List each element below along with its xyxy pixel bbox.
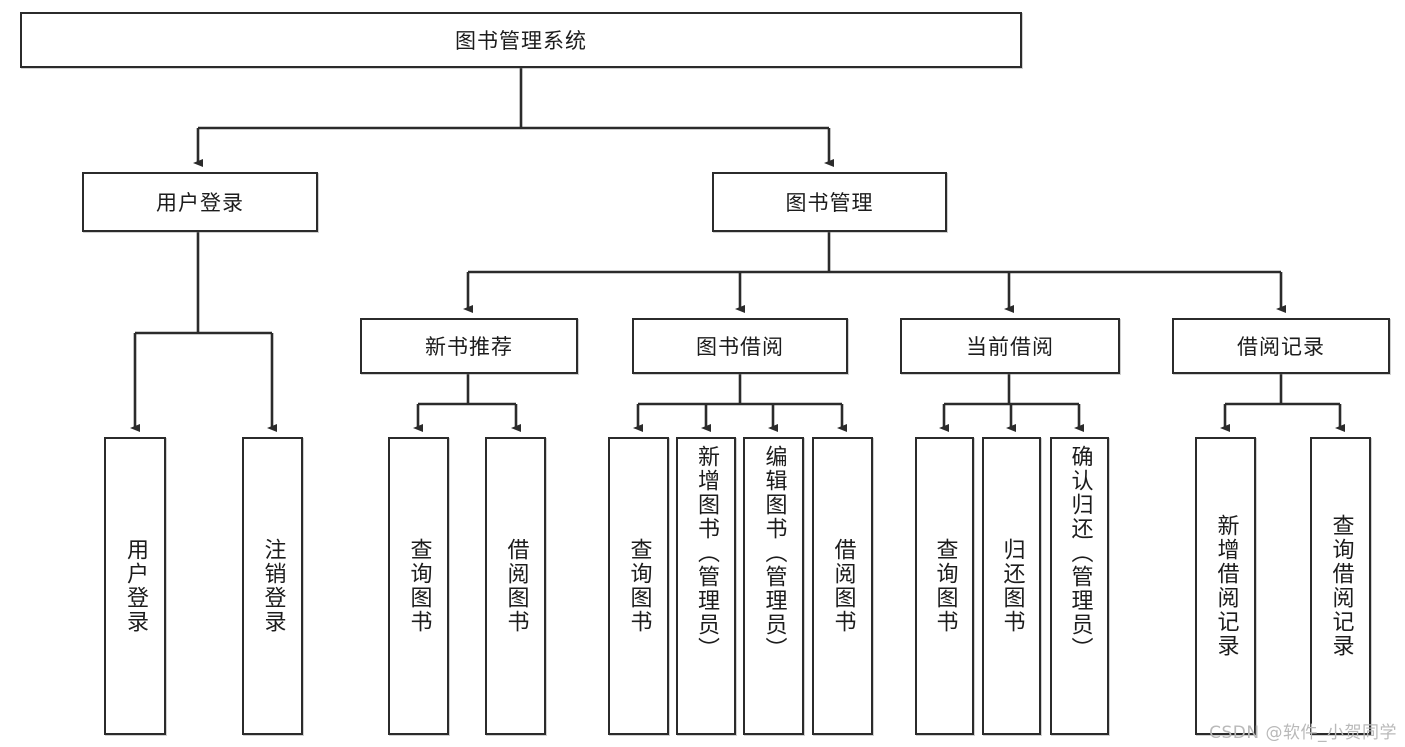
- node-leaf-query-record[interactable]: 查询借阅记录: [1310, 437, 1371, 735]
- node-leaf-borrow-book-1-label: 借阅图书: [503, 538, 529, 634]
- node-book-manage[interactable]: 图书管理: [712, 172, 947, 232]
- node-root[interactable]: 图书管理系统: [20, 12, 1022, 68]
- node-leaf-add-record-label: 新增借阅记录: [1213, 514, 1239, 658]
- node-leaf-add-record[interactable]: 新增借阅记录: [1195, 437, 1256, 735]
- node-leaf-query-book-1[interactable]: 查询图书: [388, 437, 449, 735]
- node-root-label: 图书管理系统: [455, 29, 587, 53]
- node-leaf-user-login-label: 用户登录: [122, 538, 148, 634]
- node-leaf-confirm-return[interactable]: 确认归还（管理员）: [1050, 437, 1109, 735]
- node-borrow-record[interactable]: 借阅记录: [1172, 318, 1390, 374]
- node-leaf-add-book-label: 新增图书（管理员）: [693, 445, 719, 661]
- node-leaf-borrow-book-2[interactable]: 借阅图书: [812, 437, 873, 735]
- node-leaf-query-book-2-label: 查询图书: [626, 538, 652, 634]
- node-leaf-query-book-3[interactable]: 查询图书: [915, 437, 974, 735]
- node-user-login-label: 用户登录: [156, 191, 244, 215]
- node-leaf-borrow-book-2-label: 借阅图书: [830, 538, 856, 634]
- node-leaf-query-book-2[interactable]: 查询图书: [608, 437, 669, 735]
- node-book-borrow[interactable]: 图书借阅: [632, 318, 848, 374]
- node-book-manage-label: 图书管理: [785, 191, 874, 215]
- node-leaf-user-login[interactable]: 用户登录: [104, 437, 166, 735]
- node-leaf-logout[interactable]: 注销登录: [242, 437, 303, 735]
- node-new-book-rec-label: 新书推荐: [425, 335, 513, 359]
- node-new-book-rec[interactable]: 新书推荐: [360, 318, 578, 374]
- node-leaf-edit-book-label: 编辑图书（管理员）: [761, 445, 787, 661]
- node-user-login[interactable]: 用户登录: [82, 172, 318, 232]
- node-leaf-query-book-1-label: 查询图书: [406, 538, 432, 634]
- node-book-borrow-label: 图书借阅: [696, 335, 784, 359]
- node-borrow-record-label: 借阅记录: [1237, 335, 1325, 359]
- node-leaf-edit-book[interactable]: 编辑图书（管理员）: [743, 437, 804, 735]
- node-leaf-query-book-3-label: 查询图书: [932, 538, 958, 634]
- csdn-watermark: CSDN @软件_小贺同学: [1209, 723, 1397, 743]
- node-leaf-borrow-book-1[interactable]: 借阅图书: [485, 437, 546, 735]
- node-leaf-return-book[interactable]: 归还图书: [982, 437, 1041, 735]
- node-leaf-return-book-label: 归还图书: [999, 538, 1025, 634]
- node-leaf-logout-label: 注销登录: [260, 538, 286, 634]
- node-leaf-add-book[interactable]: 新增图书（管理员）: [676, 437, 736, 735]
- node-leaf-confirm-return-label: 确认归还（管理员）: [1067, 445, 1093, 661]
- node-leaf-query-record-label: 查询借阅记录: [1328, 514, 1354, 658]
- node-current-borrow[interactable]: 当前借阅: [900, 318, 1120, 374]
- node-current-borrow-label: 当前借阅: [966, 335, 1054, 359]
